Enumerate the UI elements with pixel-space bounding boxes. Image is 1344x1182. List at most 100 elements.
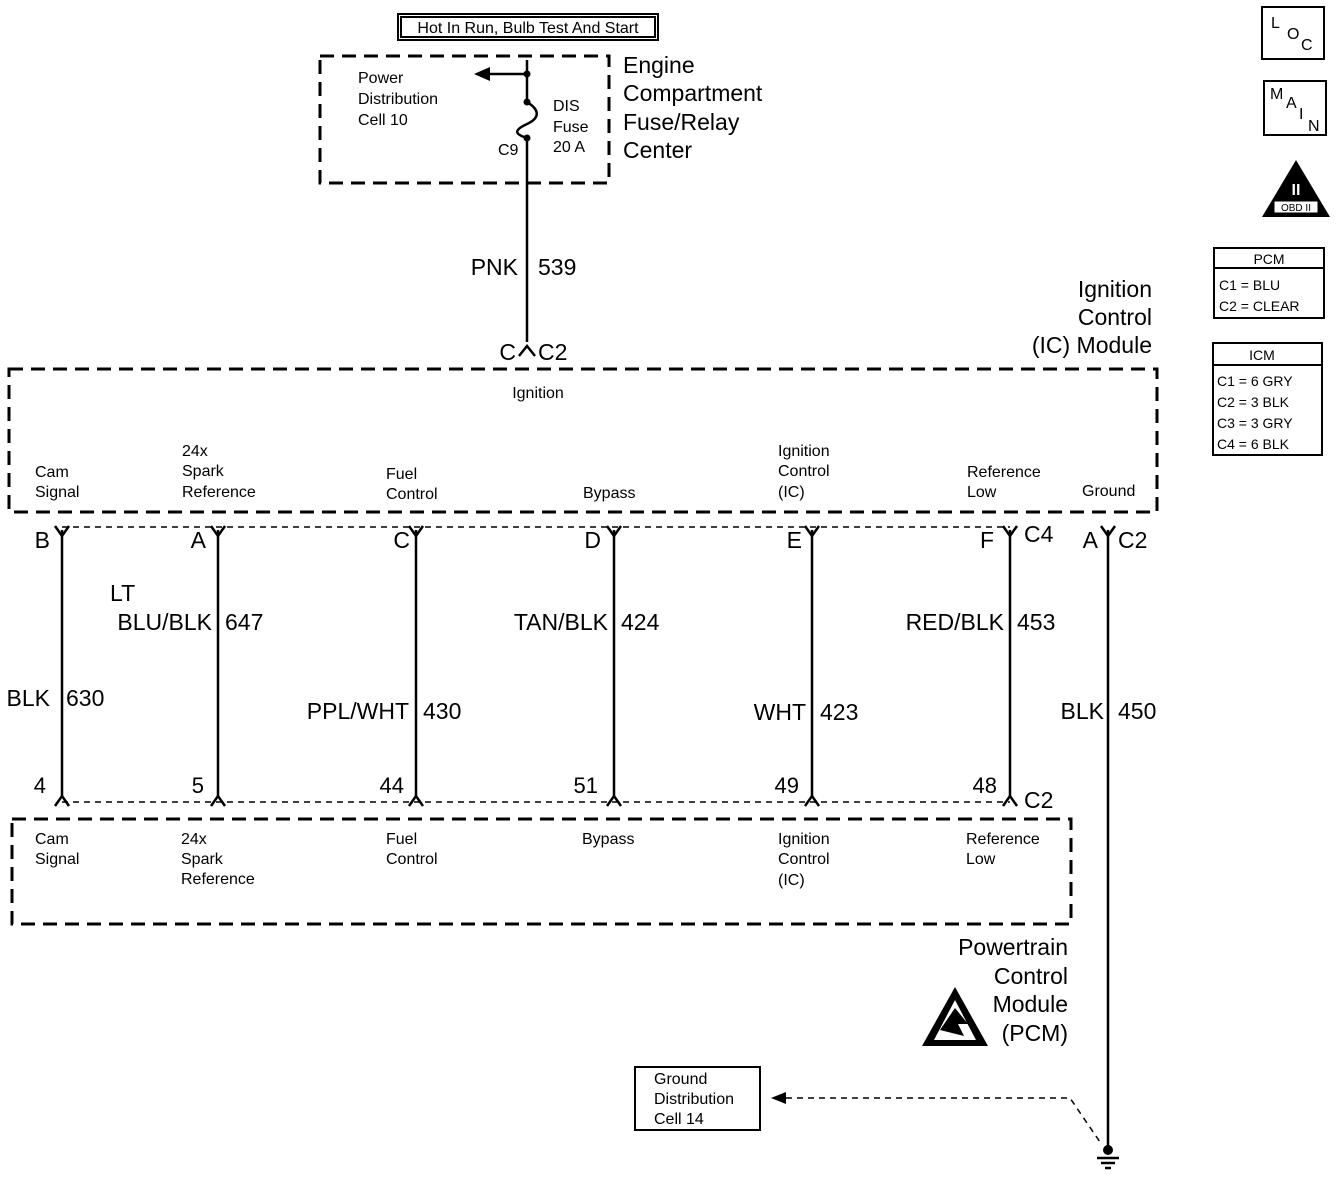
svg-text:Cam: Cam bbox=[35, 464, 69, 481]
svg-text:Engine: Engine bbox=[623, 52, 695, 78]
svg-text:DIS: DIS bbox=[553, 98, 580, 115]
svg-text:C3 = 3 GRY: C3 = 3 GRY bbox=[1217, 415, 1293, 431]
svg-text:C2 = CLEAR: C2 = CLEAR bbox=[1219, 298, 1300, 314]
svg-text:Bypass: Bypass bbox=[582, 831, 634, 848]
svg-text:Ground: Ground bbox=[1082, 483, 1135, 500]
banner-text: Hot In Run, Bulb Test And Start bbox=[417, 20, 639, 37]
ic-terminal-cam-signal: Cam Signal bbox=[35, 464, 79, 501]
svg-text:A: A bbox=[191, 527, 207, 553]
circuit-647: A 5 LT BLU/BLK 647 bbox=[110, 525, 263, 807]
svg-text:20 A: 20 A bbox=[553, 139, 585, 156]
power-distribution-label: Power Distribution Cell 10 bbox=[358, 70, 438, 129]
svg-text:C2: C2 bbox=[538, 339, 567, 365]
ground-distribution-reference bbox=[771, 1092, 1101, 1143]
svg-text:L: L bbox=[1271, 15, 1280, 32]
svg-text:423: 423 bbox=[820, 699, 858, 725]
ic-module-box bbox=[7, 367, 1159, 514]
svg-text:Fuse/Relay: Fuse/Relay bbox=[623, 109, 740, 135]
pcm-terminal-ignition-control: Ignition Control (IC) bbox=[778, 831, 830, 889]
svg-text:Control: Control bbox=[386, 851, 438, 868]
svg-text:5: 5 bbox=[192, 773, 204, 798]
svg-text:Control: Control bbox=[778, 851, 830, 868]
svg-text:Signal: Signal bbox=[35, 484, 79, 501]
svg-text:BLK: BLK bbox=[1061, 698, 1105, 724]
pcm-connector-legend: PCM C1 = BLU C2 = CLEAR bbox=[1213, 247, 1325, 319]
engine-compartment-label: Engine Compartment Fuse/Relay Center bbox=[623, 52, 763, 163]
svg-text:E: E bbox=[787, 527, 802, 553]
svg-text:Distribution: Distribution bbox=[654, 1091, 734, 1108]
svg-text:630: 630 bbox=[66, 685, 104, 711]
feed-wire-circuit: 539 bbox=[538, 254, 576, 280]
svg-text:BLK: BLK bbox=[7, 685, 51, 711]
ground-distribution-box: Ground Distribution Cell 14 bbox=[634, 1066, 761, 1131]
svg-text:Fuel: Fuel bbox=[386, 466, 417, 483]
svg-text:Fuse: Fuse bbox=[553, 119, 589, 136]
ignition-input-label: Ignition bbox=[512, 385, 564, 402]
dis-fuse-label: DIS Fuse 20 A bbox=[553, 98, 589, 156]
svg-text:Cell 10: Cell 10 bbox=[358, 112, 408, 129]
pcm-terminal-cam-signal: Cam Signal bbox=[35, 831, 79, 868]
svg-text:48: 48 bbox=[973, 773, 997, 798]
ic-feed-connector: C C2 bbox=[499, 339, 567, 365]
circuit-430: C 44 PPL/WHT 430 bbox=[307, 525, 461, 807]
svg-text:N: N bbox=[1308, 118, 1320, 135]
pcm-title: Powertrain Control Module (PCM) bbox=[958, 934, 1068, 1046]
svg-text:OBD II: OBD II bbox=[1281, 203, 1311, 214]
circuit-630: B 4 BLK 630 bbox=[7, 525, 104, 807]
svg-text:Power: Power bbox=[358, 70, 404, 87]
ground-circuit-450: A C2 BLK 450 bbox=[1061, 525, 1156, 1150]
svg-text:Ground: Ground bbox=[654, 1071, 707, 1088]
esd-sensitive-icon bbox=[922, 987, 988, 1046]
svg-text:A: A bbox=[1286, 95, 1297, 112]
svg-text:430: 430 bbox=[423, 698, 461, 724]
main-icon[interactable]: M A I N bbox=[1263, 80, 1327, 136]
svg-text:C: C bbox=[499, 339, 516, 365]
svg-text:WHT: WHT bbox=[754, 699, 806, 725]
svg-text:Reference: Reference bbox=[181, 871, 255, 888]
pcm-box bbox=[10, 817, 1073, 926]
svg-text:I: I bbox=[1299, 106, 1303, 123]
ic-terminal-reference-low: Reference Low bbox=[967, 464, 1041, 501]
svg-text:Reference: Reference bbox=[967, 464, 1041, 481]
svg-text:Fuel: Fuel bbox=[386, 831, 417, 848]
svg-text:Reference: Reference bbox=[966, 831, 1040, 848]
svg-text:Powertrain: Powertrain bbox=[958, 934, 1068, 960]
svg-text:C1 = BLU: C1 = BLU bbox=[1219, 277, 1280, 293]
ic-module-title: Ignition Control (IC) Module bbox=[1032, 276, 1152, 358]
svg-text:Control: Control bbox=[386, 486, 438, 503]
svg-text:Spark: Spark bbox=[181, 851, 224, 868]
svg-text:453: 453 bbox=[1017, 609, 1055, 635]
circuit-453: F 48 RED/BLK 453 bbox=[906, 525, 1055, 807]
svg-text:(PCM): (PCM) bbox=[1002, 1020, 1068, 1046]
svg-text:C4 = 6 BLK: C4 = 6 BLK bbox=[1217, 436, 1290, 452]
svg-text:51: 51 bbox=[574, 773, 598, 798]
svg-text:C: C bbox=[393, 527, 410, 553]
obd-ii-icon[interactable]: II OBD II bbox=[1262, 160, 1330, 217]
ic-terminal-bypass: Bypass bbox=[583, 485, 635, 502]
svg-text:(IC): (IC) bbox=[778, 484, 805, 501]
top-connector-c4: C4 bbox=[1024, 521, 1054, 547]
svg-text:Compartment: Compartment bbox=[623, 80, 763, 106]
svg-text:Ignition: Ignition bbox=[1078, 276, 1152, 302]
svg-text:C2: C2 bbox=[1118, 527, 1147, 553]
svg-text:49: 49 bbox=[775, 773, 799, 798]
loc-icon[interactable]: L O C bbox=[1261, 6, 1325, 60]
svg-text:Signal: Signal bbox=[35, 851, 79, 868]
svg-text:Center: Center bbox=[623, 137, 692, 163]
svg-text:C2 = 3 BLK: C2 = 3 BLK bbox=[1217, 394, 1290, 410]
svg-text:ICM: ICM bbox=[1249, 347, 1275, 363]
fuse-relay-center-box bbox=[318, 54, 611, 185]
svg-text:LT: LT bbox=[110, 580, 135, 606]
svg-text:24x: 24x bbox=[182, 443, 208, 460]
svg-text:(IC): (IC) bbox=[778, 872, 805, 889]
svg-text:F: F bbox=[980, 527, 994, 553]
ic-terminal-ground: Ground bbox=[1082, 483, 1135, 500]
svg-text:BLU/BLK: BLU/BLK bbox=[117, 609, 212, 635]
fuse-connector-label: C9 bbox=[498, 142, 519, 159]
svg-text:Control: Control bbox=[1078, 304, 1152, 330]
icm-connector-legend: ICM C1 = 6 GRY C2 = 3 BLK C3 = 3 GRY C4 … bbox=[1212, 342, 1323, 456]
svg-text:Low: Low bbox=[966, 851, 996, 868]
svg-text:Control: Control bbox=[778, 463, 830, 480]
svg-text:A: A bbox=[1083, 527, 1099, 553]
svg-text:450: 450 bbox=[1118, 698, 1156, 724]
